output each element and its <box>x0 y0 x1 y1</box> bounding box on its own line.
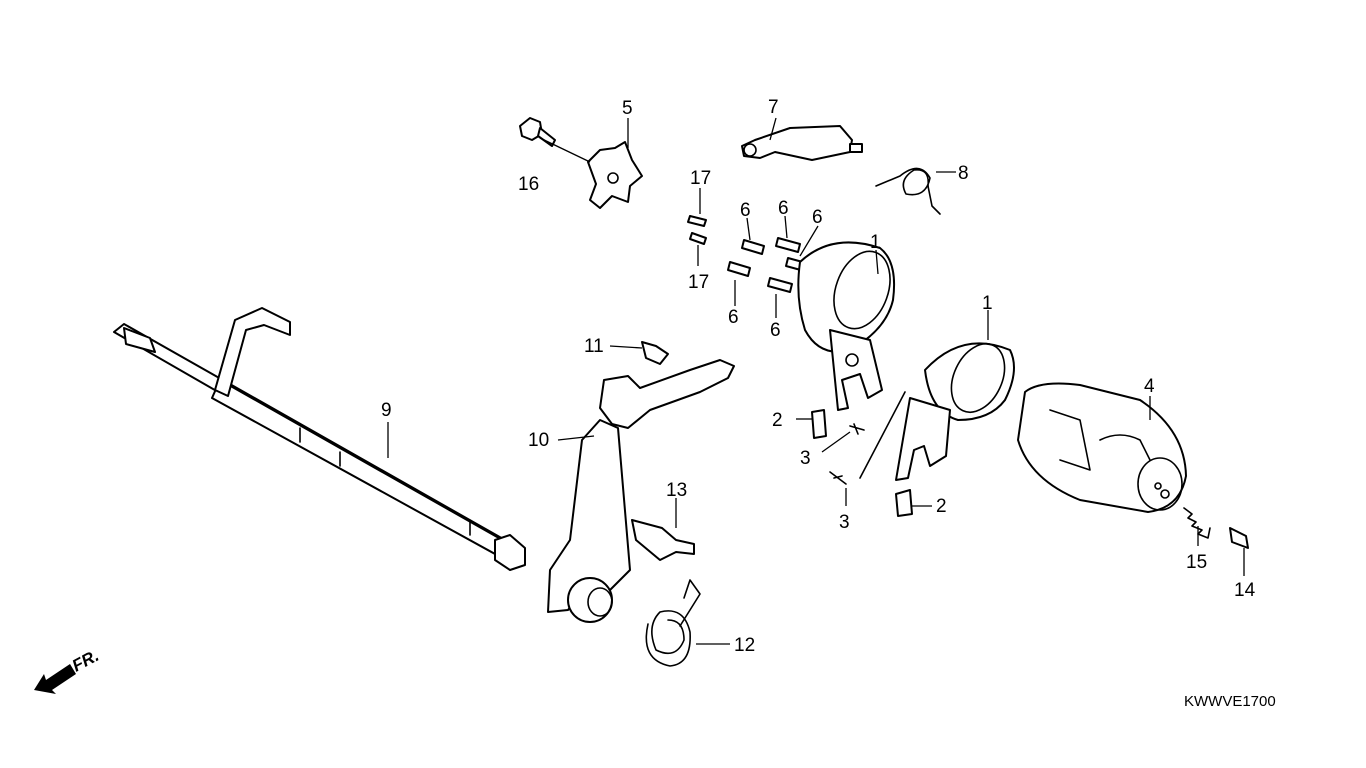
callout-7: 7 <box>768 97 779 118</box>
spring-part-12 <box>645 579 701 667</box>
shift-drum-part-4 <box>1017 382 1187 513</box>
fork-pins-part-2-3 <box>811 409 913 517</box>
front-direction-arrow-icon: FR. <box>34 646 102 694</box>
callout-16: 16 <box>518 174 539 195</box>
callout-1-a: 1 <box>870 232 881 253</box>
callout-6-a: 6 <box>740 200 751 221</box>
shift-arm-part-10 <box>547 359 735 623</box>
callout-6-b: 6 <box>778 198 789 219</box>
spring-part-15 <box>1183 507 1211 539</box>
pins-part-6-17 <box>687 215 811 293</box>
stopper-star-part-5 <box>587 141 643 209</box>
cap-part-14 <box>1229 527 1249 549</box>
callout-12: 12 <box>734 635 755 656</box>
callout-6-d: 6 <box>728 307 739 328</box>
gearshift-spindle-part-9 <box>113 307 526 571</box>
callout-11: 11 <box>584 336 604 357</box>
callout-1-b: 1 <box>982 293 993 314</box>
pin-part-11 <box>641 341 669 365</box>
callout-2-a: 2 <box>772 410 783 431</box>
callout-10: 10 <box>528 430 549 451</box>
callout-3-a: 3 <box>800 448 811 469</box>
callout-14: 14 <box>1234 580 1256 601</box>
callout-9: 9 <box>381 400 392 421</box>
callout-17-upper: 17 <box>690 168 711 189</box>
leader-lines <box>387 117 1245 645</box>
callout-6-c: 6 <box>812 207 823 228</box>
callout-2-b: 2 <box>936 496 947 517</box>
bolt-part-16 <box>519 117 556 147</box>
diagram-code: KWWVE1700 <box>1184 693 1276 710</box>
callout-8: 8 <box>958 163 969 184</box>
callout-15: 15 <box>1186 552 1207 573</box>
callout-17-lower: 17 <box>688 272 709 293</box>
callout-5: 5 <box>622 98 633 119</box>
callout-3-b: 3 <box>839 512 850 533</box>
shift-fork-upper-part-1 <box>797 241 896 411</box>
shift-fork-lower-part-1 <box>859 342 1015 481</box>
spring-part-8 <box>875 167 941 215</box>
stopper-arm-part-7 <box>741 125 863 161</box>
callout-labels: 5 16 7 8 17 17 6 6 6 6 6 1 1 4 2 3 3 2 9… <box>381 97 1256 656</box>
callout-13: 13 <box>666 480 687 501</box>
callout-4: 4 <box>1144 376 1155 397</box>
bolt-part-13 <box>631 519 695 561</box>
callout-6-e: 6 <box>770 320 781 341</box>
